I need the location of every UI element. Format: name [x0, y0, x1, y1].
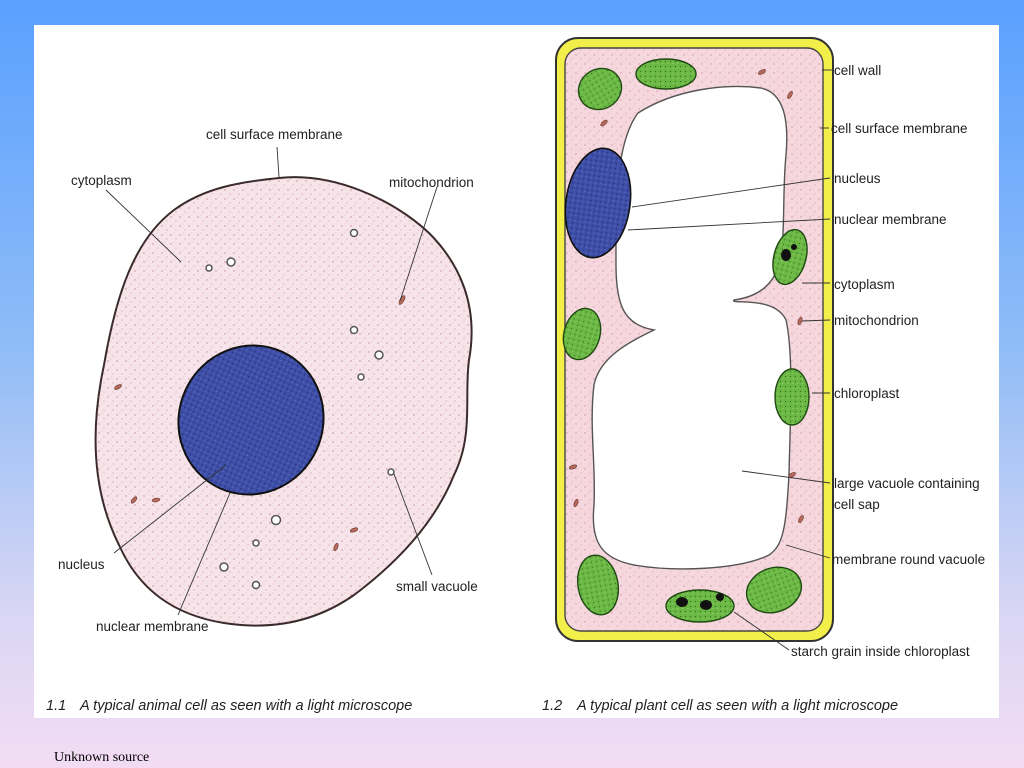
plant-leader-lines: [627, 69, 832, 651]
plant-large-vacuole: [591, 85, 792, 570]
label-plant-cell-wall: cell wall: [834, 63, 881, 78]
label-plant-mitochondrion: mitochondrion: [834, 313, 919, 328]
slide-panel: cell surface membrane cytoplasm mitochon…: [34, 25, 999, 718]
label-plant-nucleus: nucleus: [834, 171, 881, 186]
caption-1-2-text: A typical plant cell as seen with a ligh…: [576, 698, 898, 714]
label-plant-nuclear-membrane: nuclear membrane: [834, 212, 947, 227]
label-plant-chloroplast: chloroplast: [834, 386, 900, 401]
animal-labels: cell surface membrane cytoplasm mitochon…: [58, 127, 478, 634]
label-animal-mitochondrion: mitochondrion: [389, 175, 474, 190]
animal-leader-lines: [105, 146, 438, 616]
label-animal-nucleus: nucleus: [58, 557, 105, 572]
caption-1-2-number: 1.2: [542, 698, 562, 714]
label-plant-large-vacuole-line1: large vacuole containing: [834, 476, 980, 491]
animal-cell: [94, 176, 473, 627]
label-animal-nuclear-membrane: nuclear membrane: [96, 619, 209, 634]
cell-diagram: cell surface membrane cytoplasm mitochon…: [46, 37, 985, 714]
plant-mitochondria: [568, 69, 804, 523]
label-plant-cytoplasm: cytoplasm: [834, 277, 895, 292]
plant-cell: [555, 37, 834, 642]
plant-nucleus: [564, 147, 632, 259]
animal-mitochondria: [114, 295, 406, 552]
label-plant-large-vacuole-line2: cell sap: [834, 497, 880, 512]
source-note: Unknown source: [54, 750, 150, 765]
animal-small-vacuoles: [205, 228, 395, 590]
label-animal-cytoplasm: cytoplasm: [71, 173, 132, 188]
label-animal-cell-surface-membrane: cell surface membrane: [206, 127, 343, 142]
label-plant-cell-surface-membrane: cell surface membrane: [831, 121, 968, 136]
label-plant-membrane-round-vacuole: membrane round vacuole: [832, 552, 985, 567]
caption-1-1-text: A typical animal cell as seen with a lig…: [79, 698, 412, 714]
animal-nucleus: [177, 344, 325, 496]
plant-labels: cell wall cell surface membrane nucleus …: [791, 63, 985, 659]
captions: 1.1 A typical animal cell as seen with a…: [46, 698, 898, 714]
label-plant-starch-grain: starch grain inside chloroplast: [791, 644, 970, 659]
label-animal-small-vacuole: small vacuole: [396, 579, 478, 594]
caption-1-1-number: 1.1: [46, 698, 66, 714]
plant-starch-grains: [676, 244, 797, 610]
